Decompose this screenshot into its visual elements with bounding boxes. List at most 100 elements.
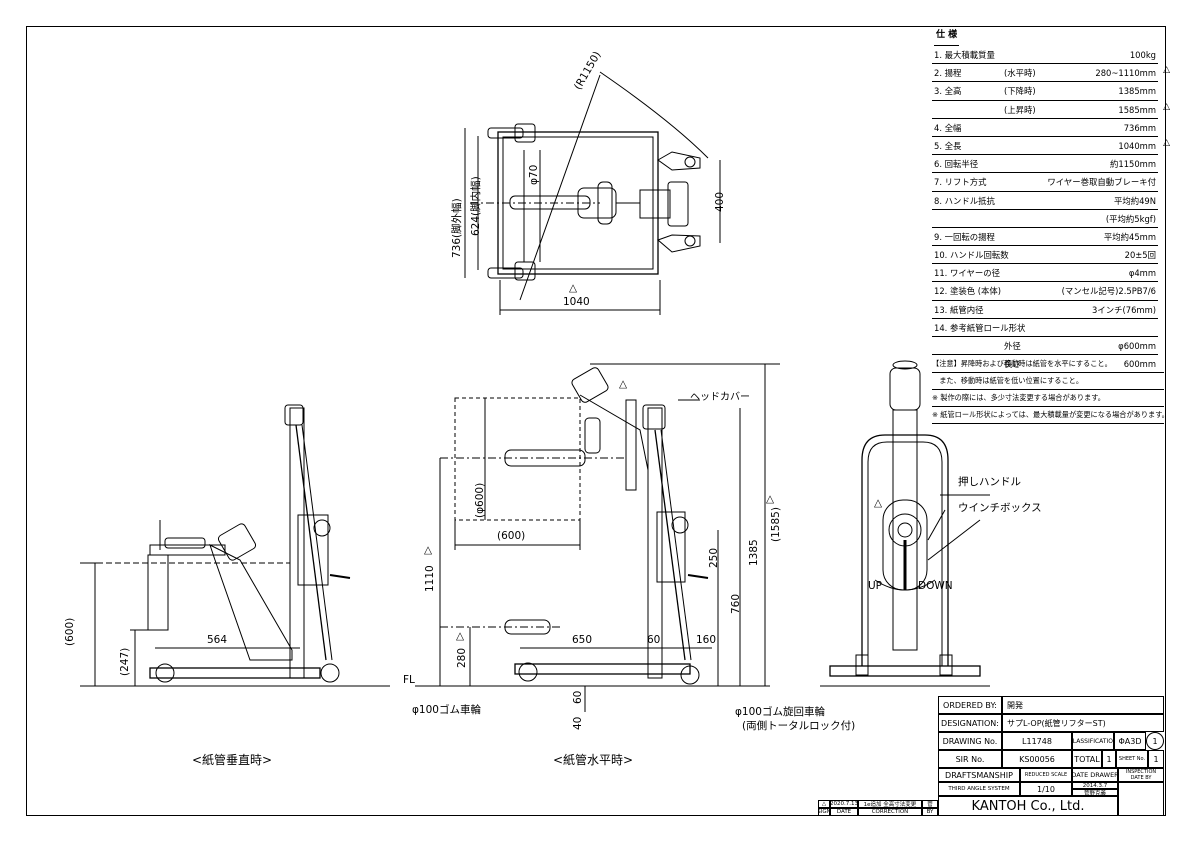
dim-warn-280: △ xyxy=(456,630,465,642)
spec-value: 600mm xyxy=(1123,359,1156,370)
note: ※ 紙管ロール形状によっては、最大積載量が変更になる場合があります。 xyxy=(932,407,1169,424)
dim-40: 40 xyxy=(572,716,584,730)
spec-label: 3. 全高 xyxy=(934,86,962,97)
spec-value: φ4mm xyxy=(1128,268,1156,279)
spec-row: 8. ハンドル抵抗 平均約49N xyxy=(932,192,1158,210)
dim-warn-1585: △ xyxy=(766,493,775,505)
sir-label: SIR No. xyxy=(938,750,1002,768)
spec-value: 100kg xyxy=(1129,50,1156,60)
drawing-border xyxy=(26,26,1166,816)
dim-760: 760 xyxy=(730,593,742,614)
dim-400: 400 xyxy=(714,191,726,212)
sheet: 1 xyxy=(1148,750,1164,768)
spec-label: 2. 揚程 xyxy=(934,68,962,79)
classification-label: CLASSIFICATION xyxy=(1072,732,1114,750)
note: 【注意】昇降時および移動時は紙管を水平にすること。 xyxy=(932,356,1164,373)
dim-1110: 1110 xyxy=(424,565,436,592)
reduced-scale-label: REDUCED SCALE xyxy=(1020,768,1072,782)
spec-row: 6. 回転半径約1150mm xyxy=(932,155,1158,174)
spec-value: (マンセル記号)2.5PB7/6 xyxy=(1061,286,1156,297)
spec-sub: (下降時) xyxy=(1004,86,1036,97)
label-caster: φ100ゴム旋回車輪 xyxy=(735,706,825,718)
sir: KS00056 xyxy=(1002,750,1072,768)
spec-label: 11. ワイヤーの径 xyxy=(934,268,1000,279)
spec-value: 3インチ(76mm) xyxy=(1092,304,1156,315)
spec-value: ワイヤー巻取自動ブレーキ付 xyxy=(1047,177,1156,188)
drawer: 菅野克義 xyxy=(1072,789,1118,796)
dim-250: 250 xyxy=(708,547,720,568)
spec-label: 9. 一回転の揚程 xyxy=(934,231,995,242)
spec-row: (上昇時)1585mm△ xyxy=(932,101,1170,119)
caption-horizontal: <紙管水平時> xyxy=(553,753,634,767)
spec-value: 20±5回 xyxy=(1124,250,1156,261)
spec-sub: 長さ xyxy=(1004,359,1021,370)
inspection-label: INSPECTION DATE BY xyxy=(1118,768,1164,782)
dim-564: 564 xyxy=(207,634,228,646)
dim-160: 160 xyxy=(696,634,717,646)
notes: 【注意】昇降時および移動時は紙管を水平にすること。 また、移動時は紙管を低い位置… xyxy=(932,356,1169,424)
dim-1040: 1040 xyxy=(563,296,590,308)
spec-label: 8. ハンドル抵抗 xyxy=(934,195,995,206)
label-push-handle: 押しハンドル xyxy=(958,476,1021,488)
label-wheel: φ100ゴム車輪 xyxy=(412,704,481,716)
rev-date-label: DATE xyxy=(830,808,858,816)
dim-650: 650 xyxy=(572,634,593,646)
dim-warn-top: △ xyxy=(569,282,578,294)
draftsmanship-label: DRAFTSMANSHIP xyxy=(938,768,1020,782)
spec-label: 7. リフト方式 xyxy=(934,177,987,188)
third-angle: THIRD ANGLE SYSTEM xyxy=(938,782,1020,796)
spec-sub: (上昇時) xyxy=(1004,104,1036,115)
revision-table: △ 2020.7.13 1e追加 全高寸法変更 菅 SIGN DATE CORR… xyxy=(818,800,938,816)
dim-warn-head: △ xyxy=(619,378,628,390)
spec-label: 10. ハンドル回転数 xyxy=(934,250,1009,261)
note: ※ 製作の際には、多少寸法変更する場合があります。 xyxy=(932,390,1164,407)
scale: 1/10 xyxy=(1020,782,1072,796)
spec-row: 10. ハンドル回転数 20±5回 xyxy=(932,246,1158,265)
dim-phi600: (φ600) xyxy=(474,482,486,518)
spec-value: (平均約5kgf) xyxy=(1105,213,1156,224)
spec-row: (平均約5kgf) xyxy=(932,210,1158,228)
rev-by-label: BY xyxy=(922,808,938,816)
label-head-cover: ヘッドカバー xyxy=(690,392,750,403)
drawing-no-label: DRAWING No. xyxy=(938,732,1002,750)
ordered-by-label: ORDERED BY: xyxy=(938,696,1002,714)
rev-correction: 1e追加 全高寸法変更 xyxy=(858,800,922,808)
rev-mark: △ xyxy=(818,800,830,808)
spec-label: 12. 塗装色 (本体) xyxy=(934,286,1002,297)
title-block: ORDERED BY: 開発 DESIGNATION: サプL-OP(紙管リフタ… xyxy=(938,696,1164,816)
classification: ΦA3D xyxy=(1114,732,1146,750)
sheet-label: SHEET No. xyxy=(1116,750,1148,768)
dim-247: (247) xyxy=(119,647,131,676)
spec-value: 平均約45mm xyxy=(1103,231,1156,242)
spec-value: 平均約49N xyxy=(1113,195,1156,206)
spec-label: 13. 紙管内径 xyxy=(934,304,984,315)
spec-value: 280~1110mm xyxy=(1095,68,1156,79)
ordered-by: 開発 xyxy=(1002,696,1164,714)
spec-value: 736mm xyxy=(1123,122,1156,133)
dim-1585: (1585) xyxy=(770,507,782,542)
label-up: UP xyxy=(868,580,883,592)
total-label: TOTAL xyxy=(1072,750,1102,768)
dim-600-vert: (600) xyxy=(64,617,76,646)
spec-sub: (水平時) xyxy=(1004,68,1036,79)
dim-warn-1110: △ xyxy=(424,544,433,556)
side-view-vertical xyxy=(80,404,390,687)
company: KANTOH Co., Ltd. xyxy=(938,796,1118,816)
spec-value: 1040mm xyxy=(1118,140,1156,151)
spec-value: 約1150mm xyxy=(1109,159,1156,170)
note: また、移動時は紙管を低い位置にすること。 xyxy=(932,373,1164,390)
caption-vertical: <紙管垂直時> xyxy=(192,753,273,767)
spec-warn: △ xyxy=(1163,65,1170,76)
spec-row: 7. リフト方式 ワイヤー巻取自動ブレーキ付 xyxy=(932,173,1158,192)
dim-600-len: (600) xyxy=(497,530,526,542)
designation: サプL-OP(紙管リフターST) xyxy=(1002,714,1164,732)
spec-row: 13. 紙管内径 3インチ(76mm) xyxy=(932,301,1158,319)
date: 2014.3.7 xyxy=(1072,782,1118,789)
dim-280: 280 xyxy=(456,647,468,668)
label-winch-box: ウインチボックス xyxy=(958,502,1042,514)
spec-label: 5. 全長 xyxy=(934,140,962,151)
spec-row: 9. 一回転の揚程 平均約45mm xyxy=(932,228,1158,247)
